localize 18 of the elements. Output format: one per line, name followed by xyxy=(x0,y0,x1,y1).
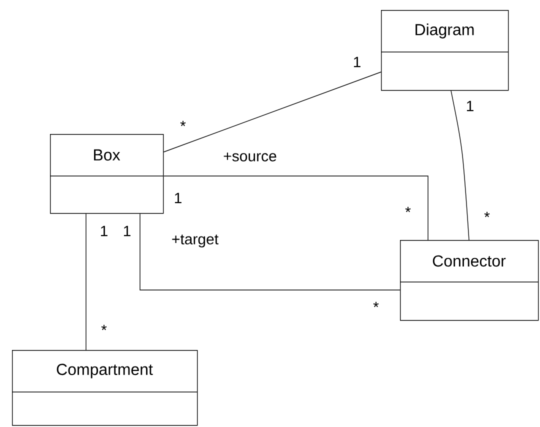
multiplicity-label: 1 xyxy=(354,56,360,68)
role-label: +target xyxy=(170,234,220,248)
class-box: Diagram xyxy=(380,10,509,91)
multiplicity-label: * xyxy=(484,212,490,218)
role-label: +source xyxy=(222,152,278,162)
association-line xyxy=(140,213,400,290)
multiplicity-label: 1 xyxy=(124,226,130,236)
class-box: Box xyxy=(50,134,164,214)
multiplicity-label: * xyxy=(101,324,107,330)
class-box: Connector xyxy=(400,240,539,321)
multiplicity-label: * xyxy=(373,302,379,308)
multiplicity-label: * xyxy=(405,206,411,212)
association-line xyxy=(163,72,382,152)
multiplicity-label: * xyxy=(180,120,186,126)
multiplicity-label: 1 xyxy=(466,100,474,112)
association-line xyxy=(450,90,470,240)
association-line xyxy=(163,176,428,240)
class-box: Compartment xyxy=(12,350,198,426)
